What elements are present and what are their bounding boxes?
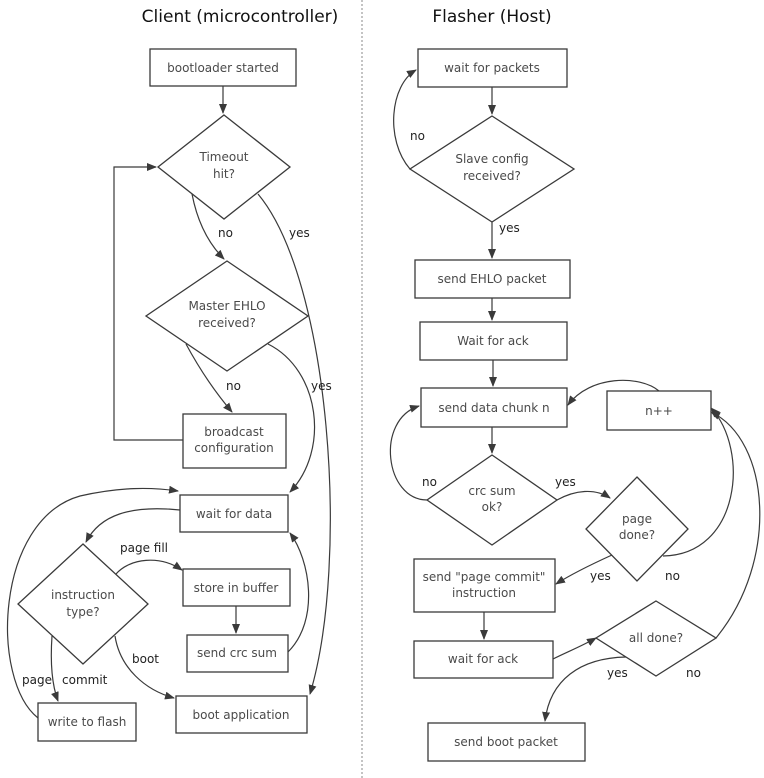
edge-increment-to-chunk — [567, 379, 660, 406]
node-wait-for-ack-2: wait for ack — [413, 640, 554, 679]
edge-timeout-yes-to-boot — [257, 193, 331, 695]
label-ehlo-no: no — [226, 379, 241, 393]
label-ehlo-yes: yes — [311, 379, 332, 393]
edge-wait-to-instruction — [85, 508, 181, 543]
node-send-data-chunk: send data chunk n — [420, 387, 568, 428]
edge-crc-no-loop — [389, 404, 428, 501]
node-wait-for-ack-1: Wait for ack — [419, 321, 568, 361]
label-crc-no: no — [422, 475, 437, 489]
edge-timeout-no-to-ehlo — [191, 193, 225, 260]
node-send-data-chunk-label: send data chunk n — [438, 401, 549, 415]
node-master-ehlo-received: Master EHLO received? — [144, 260, 310, 372]
node-timeout-hit: Timeout hit? — [156, 114, 292, 220]
node-slave-config-line1: Slave config — [455, 152, 528, 166]
node-broadcast-configuration: broadcast configuration — [182, 413, 287, 469]
node-master-ehlo-line2: received? — [198, 316, 256, 330]
node-all-done-label: all done? — [629, 631, 683, 645]
node-store-in-buffer-label: store in buffer — [194, 581, 279, 595]
node-master-ehlo-line1: Master EHLO — [188, 299, 265, 313]
edge-instruction-boot-to-app — [114, 635, 175, 700]
edge-slave-config-no-loop — [393, 69, 417, 170]
node-wait-for-data-label: wait for data — [196, 507, 272, 521]
node-wait-for-data: wait for data — [179, 494, 289, 533]
node-boot-application-label: boot application — [192, 708, 289, 722]
edge-all-done-no-to-increment — [710, 411, 761, 639]
node-send-page-commit: send "page commit" instruction — [413, 558, 556, 613]
node-bootloader-started-label: bootloader started — [167, 61, 279, 75]
node-page-done: page done? — [585, 476, 689, 582]
edge-instruction-commit-to-flash — [50, 635, 59, 702]
label-slave-config-yes: yes — [499, 221, 520, 235]
node-n-plus-plus: n++ — [606, 390, 712, 431]
node-send-ehlo-packet: send EHLO packet — [414, 259, 571, 299]
node-page-done-line2: done? — [619, 528, 655, 542]
node-slave-config-received: Slave config received? — [408, 115, 576, 223]
node-wait-for-ack-1-label: Wait for ack — [457, 334, 529, 348]
label-all-done-no: no — [686, 666, 701, 680]
node-all-done: all done? — [594, 600, 718, 677]
node-broadcast-line2: configuration — [194, 441, 274, 455]
edge-ehlo-no-to-broadcast — [185, 343, 233, 413]
node-n-plus-plus-label: n++ — [645, 404, 673, 418]
label-boot: boot — [132, 652, 159, 666]
label-page-done-no: no — [665, 569, 680, 583]
node-timeout-hit-line2: hit? — [213, 167, 235, 181]
node-wait-for-ack-2-label: wait for ack — [448, 652, 518, 666]
node-bootloader-started: bootloader started — [149, 48, 297, 87]
node-instruction-type: instruction type? — [17, 543, 149, 665]
node-send-boot-packet-label: send boot packet — [454, 735, 558, 749]
edge-page-done-yes-to-commit — [555, 554, 613, 585]
label-all-done-yes: yes — [607, 666, 628, 680]
label-page-fill: page fill — [120, 541, 168, 555]
label-commit: commit — [62, 673, 108, 687]
edge-page-done-no-to-increment — [662, 407, 734, 557]
node-write-to-flash: write to flash — [37, 702, 137, 742]
host-column-title: Flasher (Host) — [432, 7, 551, 27]
node-slave-config-line2: received? — [463, 169, 521, 183]
edge-broadcast-loop-to-timeout — [113, 163, 183, 441]
node-instruction-type-line2: type? — [66, 605, 99, 619]
node-page-done-line1: page — [622, 512, 652, 526]
label-slave-config-no: no — [410, 129, 425, 143]
node-instruction-type-line1: instruction — [51, 588, 115, 602]
node-timeout-hit-line1: Timeout — [198, 150, 248, 164]
edge-pagefill-to-store — [115, 559, 183, 575]
node-broadcast-line1: broadcast — [204, 425, 264, 439]
node-crc-sum-ok: crc sum ok? — [425, 454, 559, 546]
label-timeout-yes: yes — [289, 226, 310, 240]
label-page-done-yes: yes — [590, 569, 611, 583]
node-send-crc-sum: send crc sum — [186, 634, 289, 673]
node-send-page-commit-line2: instruction — [452, 586, 516, 600]
label-crc-yes: yes — [555, 475, 576, 489]
edge-crc-to-wait — [287, 532, 310, 653]
node-send-ehlo-label: send EHLO packet — [438, 272, 547, 286]
node-crc-sum-line2: ok? — [482, 500, 503, 514]
edge-ack-to-all-done — [552, 637, 597, 660]
node-wait-for-packets-label: wait for packets — [444, 61, 540, 75]
edge-ehlo-yes-to-wait — [267, 343, 316, 493]
edge-flash-loop-to-wait — [7, 485, 179, 719]
node-store-in-buffer: store in buffer — [182, 568, 291, 607]
node-send-crc-sum-label: send crc sum — [197, 646, 277, 660]
node-write-to-flash-label: write to flash — [48, 715, 127, 729]
node-crc-sum-line1: crc sum — [468, 484, 515, 498]
label-timeout-no: no — [218, 226, 233, 240]
edge-crc-yes-to-page-done — [556, 489, 611, 501]
edge-all-done-yes-to-boot — [542, 656, 627, 722]
node-boot-application: boot application — [175, 695, 308, 734]
label-page: page — [22, 673, 52, 687]
node-wait-for-packets: wait for packets — [417, 48, 568, 88]
node-send-boot-packet: send boot packet — [427, 722, 586, 762]
client-column-title: Client (microcontroller) — [142, 7, 339, 27]
node-send-page-commit-line1: send "page commit" — [423, 570, 546, 584]
